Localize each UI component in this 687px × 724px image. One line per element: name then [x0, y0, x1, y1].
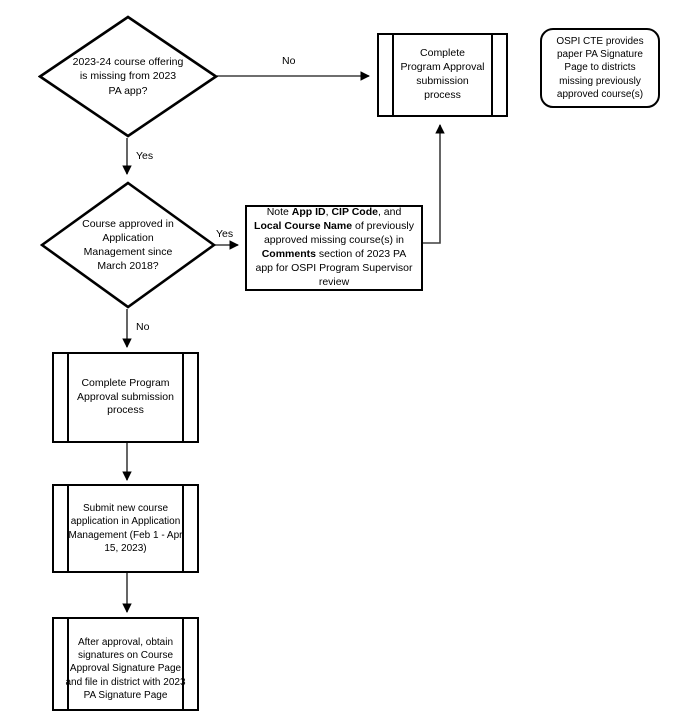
decision-course-approved[interactable]: Course approved in Application Managemen…: [40, 181, 216, 309]
callout-ospi-cte-signature-page-label: OSPI CTE provides paper PA Signature Pag…: [556, 36, 644, 100]
process-complete-program-approval-top[interactable]: Complete Program Approval submission pro…: [377, 33, 508, 117]
process-submit-new-course-application-label: Submit new course application in Applica…: [68, 503, 183, 554]
note-record-course-details-label: Note App ID, CIP Code, and Local Course …: [254, 206, 414, 288]
edge-label-approved-no: No: [136, 321, 150, 333]
decision-course-missing-label: 2023-24 course offering is missing from …: [72, 56, 184, 97]
edge-label-missing-no: No: [282, 55, 296, 67]
process-obtain-signatures[interactable]: After approval, obtain signatures on Cou…: [52, 617, 199, 711]
decision-course-missing[interactable]: 2023-24 course offering is missing from …: [38, 15, 218, 138]
process-bar-right: [182, 486, 184, 571]
process-bar-left: [67, 354, 69, 441]
process-bar-right: [182, 354, 184, 441]
process-complete-program-approval-label: Complete Program Approval submission pro…: [77, 376, 174, 417]
edge-label-approved-yes: Yes: [216, 228, 234, 240]
process-obtain-signatures-label: After approval, obtain signatures on Cou…: [65, 637, 186, 701]
process-bar-right: [491, 35, 493, 115]
diamond-shape: [38, 15, 218, 138]
process-complete-program-approval[interactable]: Complete Program Approval submission pro…: [52, 352, 199, 443]
decision-course-approved-label: Course approved in Application Managemen…: [82, 217, 174, 273]
process-submit-new-course-application[interactable]: Submit new course application in Applica…: [52, 484, 199, 573]
process-complete-program-approval-top-label: Complete Program Approval submission pro…: [400, 47, 485, 101]
note-record-course-details: Note App ID, CIP Code, and Local Course …: [245, 205, 423, 291]
process-bar-left: [67, 619, 69, 709]
edge-note-to-process-top: [423, 124, 445, 244]
callout-ospi-cte-signature-page: OSPI CTE provides paper PA Signature Pag…: [540, 28, 660, 108]
process-bar-left: [67, 486, 69, 571]
diamond-shape: [40, 181, 216, 309]
process-bar-right: [182, 619, 184, 709]
edge-label-missing-yes: Yes: [136, 150, 154, 162]
process-bar-left: [392, 35, 394, 115]
